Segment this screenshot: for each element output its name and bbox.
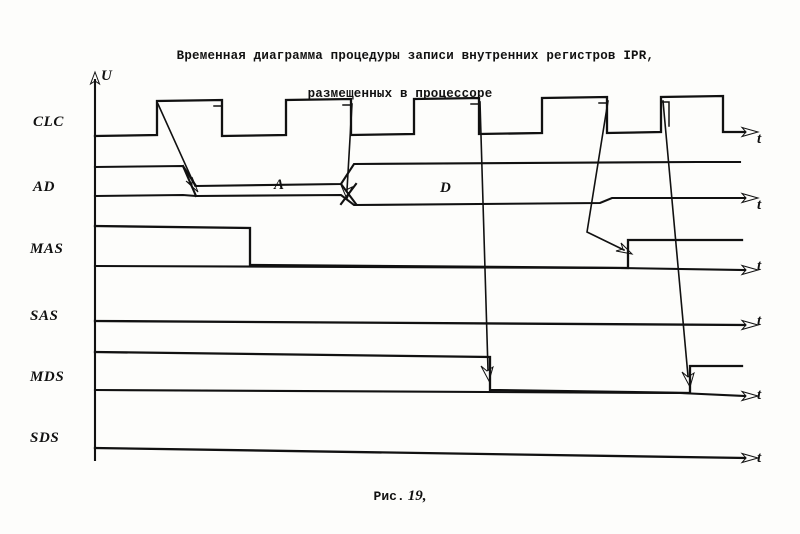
figure-caption-number: 19, [407, 488, 427, 504]
axis-label-t-3: t [757, 258, 762, 274]
axis-label-t-1: t [757, 131, 762, 147]
figure-caption-text: Рис. [373, 489, 405, 504]
signal-label-sas: SAS [30, 308, 59, 324]
annotation-arrow-clc-to-mas-rise [586, 100, 634, 255]
figure-title: Временная диаграмма процедуры записи вну… [0, 28, 800, 142]
axis-label-t-5: t [757, 387, 762, 403]
axis-label-t-2: t [757, 197, 762, 213]
waveform-mds [93, 350, 760, 402]
signal-label-sds: SDS [30, 430, 60, 446]
annotation-arrow-clc-to-mds-fall [479, 101, 494, 383]
vertical-axis [89, 70, 101, 462]
waveform-sds [93, 446, 760, 464]
axis-label-u: U [101, 68, 112, 84]
signal-label-ad: AD [33, 179, 56, 195]
signal-label-mds: MDS [30, 369, 65, 385]
clock-edge-tick-marks [213, 101, 670, 131]
annotation-arrow-clc-to-ad-address [156, 102, 199, 193]
waveform-mas [93, 224, 760, 276]
figure-title-line-1: Временная диаграмма процедуры записи вну… [176, 49, 655, 63]
waveform-sas [93, 319, 760, 331]
figure-title-line-2: размещенных в процессоре [307, 87, 493, 101]
axis-label-t-4: t [757, 313, 762, 329]
annotation-arrow-clc-to-mds-rise [662, 100, 695, 389]
signal-label-mas: MAS [30, 241, 64, 257]
bus-field-label-d: D [440, 180, 451, 196]
figure-caption: Рис.19, [0, 488, 800, 505]
signal-label-clc: CLC [33, 114, 64, 130]
waveform-clc [93, 94, 760, 138]
